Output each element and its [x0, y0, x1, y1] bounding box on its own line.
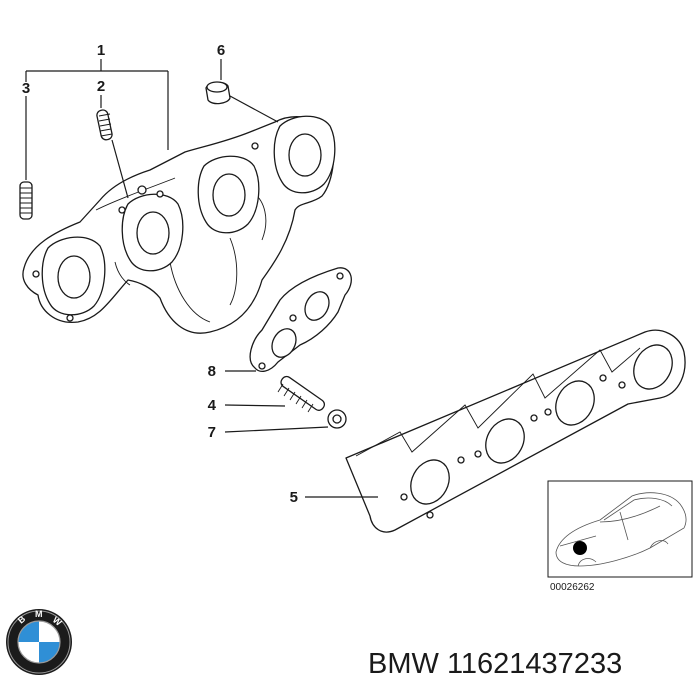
part-caption: BMW 11621437233 — [368, 648, 622, 681]
callout-1: 1 — [97, 42, 105, 59]
manifold-flange-4 — [273, 115, 336, 194]
manifold-flange-1 — [41, 236, 106, 316]
gasket-5 — [345, 329, 686, 533]
inset-frame — [547, 480, 693, 578]
stud-3 — [19, 181, 33, 220]
callout-5: 5 — [290, 489, 298, 506]
callout-labels: 1 2 3 4 5 6 7 8 — [22, 42, 298, 506]
gasket-8 — [249, 267, 352, 373]
svg-text:B: B — [16, 613, 28, 625]
callout-8: 8 — [208, 363, 216, 380]
exhaust-manifold — [22, 115, 336, 334]
callout-4: 4 — [208, 397, 217, 414]
leader-lines — [25, 59, 378, 498]
callout-6: 6 — [217, 42, 225, 59]
manifold-flange-2 — [121, 193, 184, 272]
part-number: 11621437233 — [446, 648, 623, 680]
bmw-logo-icon: B M W — [6, 609, 72, 675]
callout-3: 3 — [22, 80, 30, 97]
inset-image-number: 00026262 — [550, 582, 595, 593]
car-sketch-icon — [555, 492, 687, 567]
nut-6 — [205, 81, 231, 105]
nut-7 — [327, 409, 347, 429]
stud-4 — [277, 375, 326, 413]
location-dot-icon — [573, 541, 587, 555]
callout-7: 7 — [208, 424, 216, 441]
gasket-5-ports — [410, 344, 673, 505]
brand-name: BMW — [368, 648, 439, 680]
stud-2 — [96, 109, 113, 141]
svg-text:M: M — [35, 609, 43, 619]
manifold-flange-3 — [197, 155, 260, 234]
locator-inset: 00026262 — [547, 480, 693, 593]
callout-2: 2 — [97, 78, 105, 95]
